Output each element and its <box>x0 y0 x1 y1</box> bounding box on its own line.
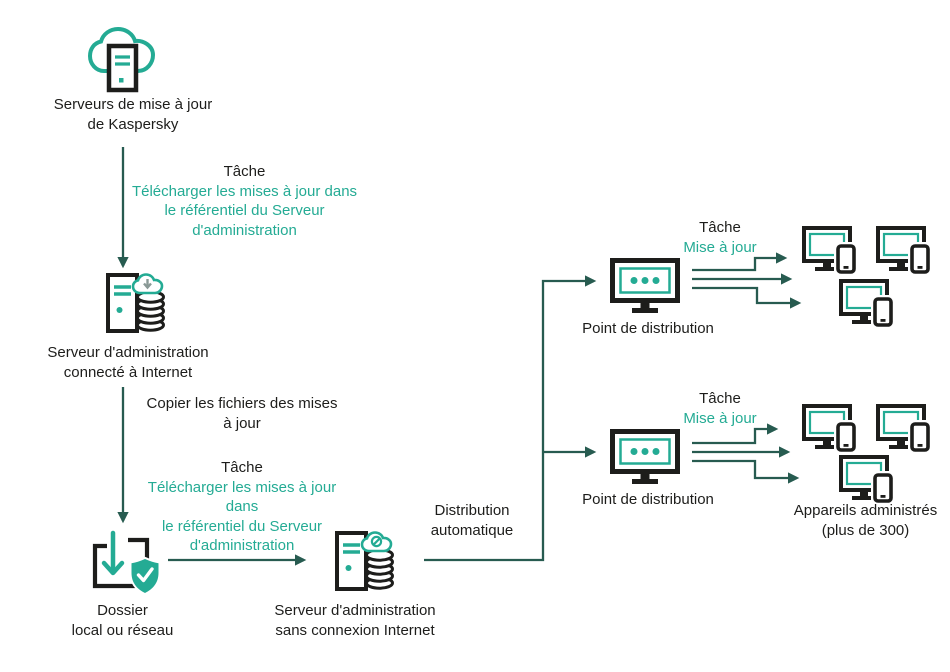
managed-device-icon <box>876 404 932 454</box>
shield-check-icon <box>129 556 161 596</box>
annotation-task-update-2: Tâche Mise à jour <box>683 390 757 427</box>
annotation-task-download-1: Tâche Télécharger les mises à jour dans … <box>131 163 358 239</box>
kaspersky-update-servers-icon <box>88 26 156 93</box>
annotation-task-update-1: Tâche Mise à jour <box>683 219 757 256</box>
label-managed-devices: Appareils administrés (plus de 300) <box>793 502 938 539</box>
admin-server-offline-icon <box>335 531 394 591</box>
label-distribution-point-2: Point de distribution <box>582 491 714 508</box>
managed-device-icon <box>802 404 858 454</box>
admin-server-online-icon <box>106 273 165 333</box>
distribution-point-2-icon <box>610 429 680 485</box>
annotation-task-download-2: Tâche Télécharger les mises à jour dans … <box>147 459 337 554</box>
managed-device-icon <box>839 279 895 329</box>
label-distribution-point-1: Point de distribution <box>582 320 714 337</box>
annotation-auto-distribution: Distribution automatique <box>430 502 514 539</box>
database-icon <box>365 548 394 590</box>
label-update-servers: Serveurs de mise à jour de Kaspersky <box>53 96 213 133</box>
connector-dp1-to-device-3 <box>692 286 802 309</box>
connector-dp1-to-device-1 <box>692 252 788 272</box>
managed-device-icon <box>839 455 895 505</box>
label-local-folder: Dossier local ou réseau <box>71 602 174 639</box>
distribution-point-1-icon <box>610 258 680 314</box>
annotation-copy-files: Copier les fichiers des mises à jour <box>146 395 338 432</box>
download-arrow-icon <box>101 530 125 576</box>
local-folder-icon <box>92 530 161 596</box>
managed-device-icon <box>876 226 932 276</box>
managed-device-icon <box>802 226 858 276</box>
connector-dp2-to-device-1 <box>692 423 779 445</box>
connector-dp2-to-device-3 <box>692 459 800 484</box>
database-icon <box>136 290 165 332</box>
label-admin-server-offline: Serveur d'administration sans connexion … <box>274 602 436 639</box>
label-admin-server-online: Serveur d'administration connecté à Inte… <box>47 344 209 381</box>
